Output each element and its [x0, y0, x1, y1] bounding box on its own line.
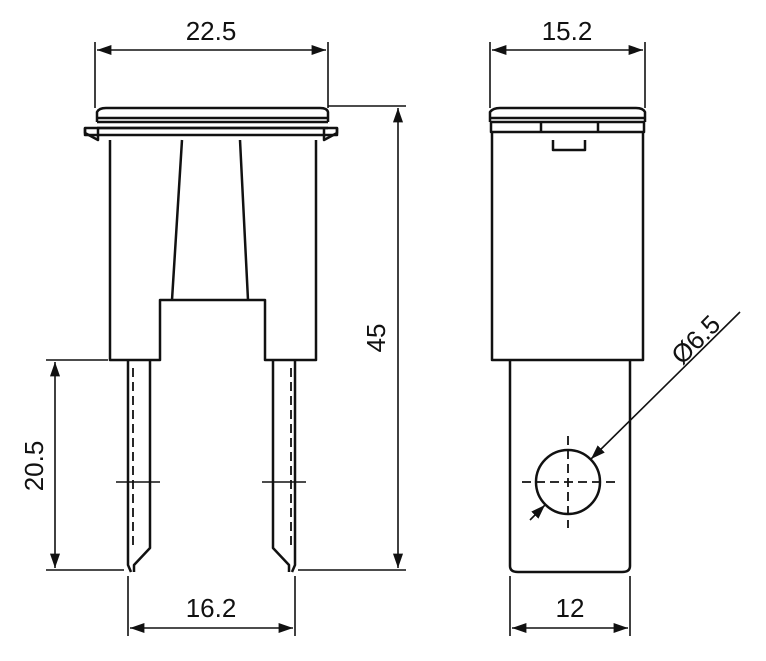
dim-15-2: 15.2 [542, 16, 593, 46]
dim-45: 45 [361, 324, 391, 353]
right-terminal [262, 360, 306, 573]
left-terminal [116, 360, 160, 573]
dim-20-5: 20.5 [19, 441, 49, 492]
dim-hole-diameter: Ø6.5 [665, 309, 726, 370]
dim-16-2: 16.2 [186, 593, 237, 623]
front-view [83, 106, 339, 573]
dim-22-5: 22.5 [186, 16, 237, 46]
dim-12: 12 [556, 593, 585, 623]
side-view [488, 106, 647, 574]
dimensions: 22.5 15.2 45 20.5 16.2 12 Ø6.5 [19, 16, 741, 636]
